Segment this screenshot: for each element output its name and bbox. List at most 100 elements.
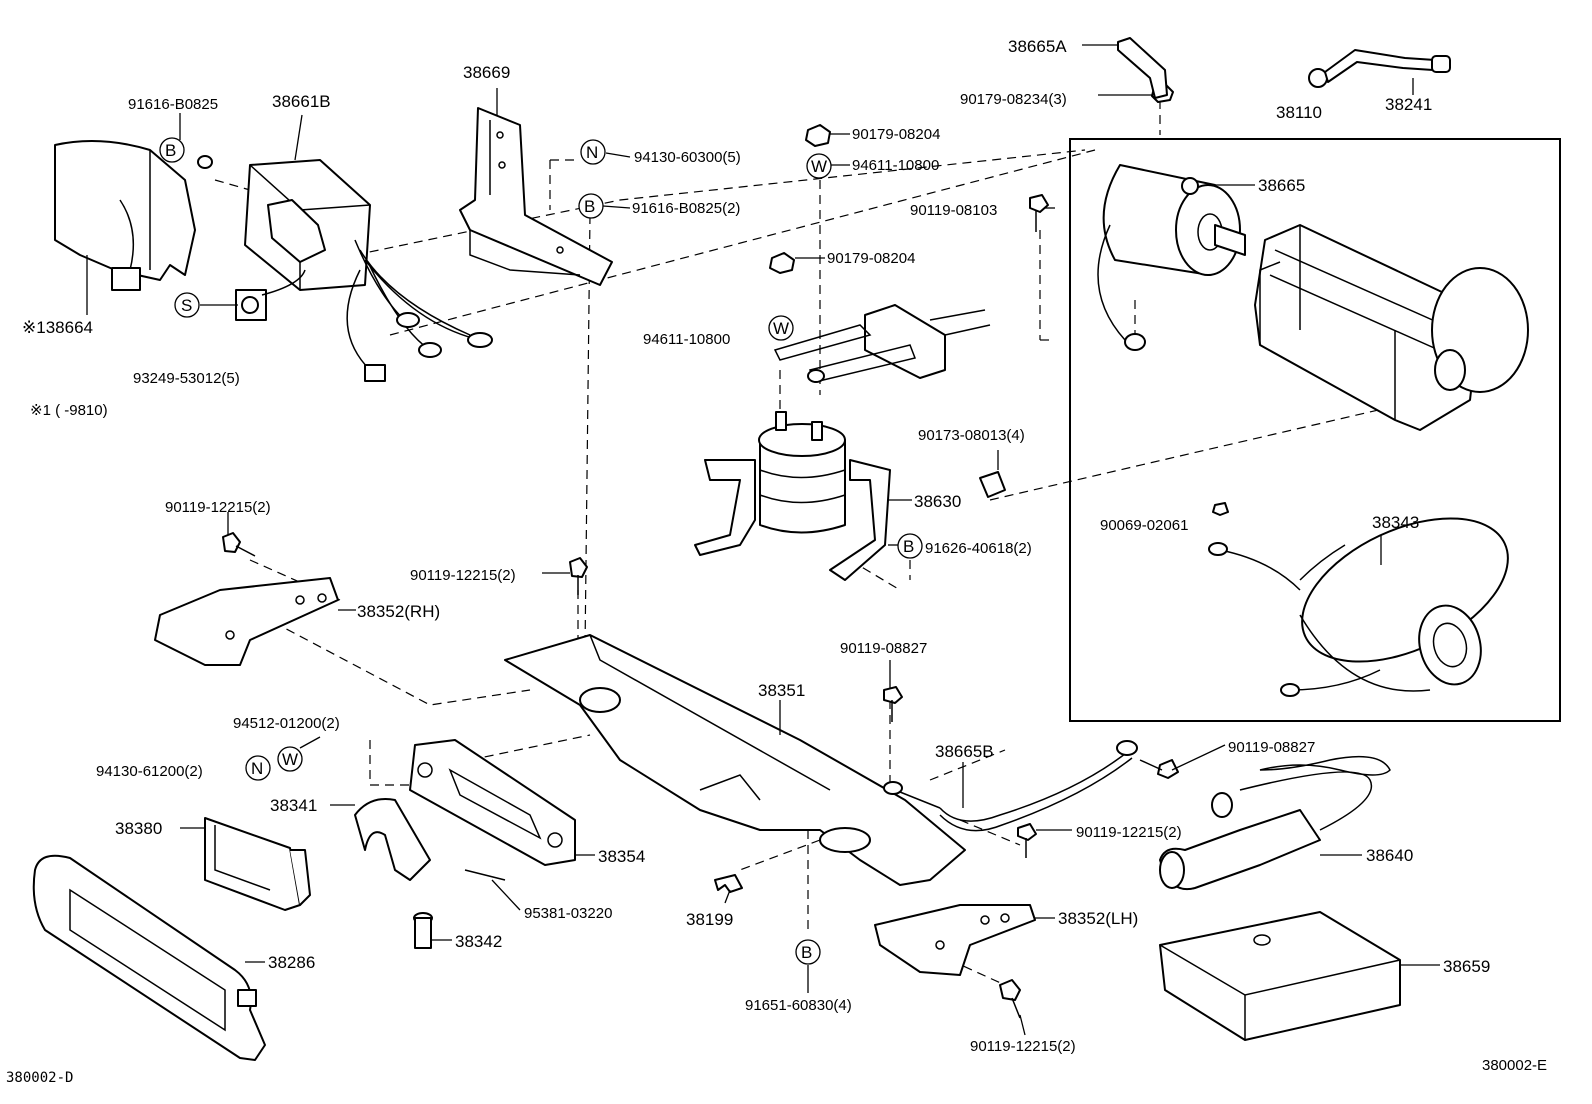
assembly-dash-lines [214,100,1401,986]
symbol-w: W [811,157,827,176]
label-38342: 38342 [455,932,502,951]
symbol-w-circle [806,153,832,179]
label-38241: 38241 [1385,95,1432,114]
part-labels: 38665A 90179-08234(3) 38110 38241 91616-… [6,37,1547,1086]
label-38630: 38630 [914,492,961,511]
label-90119-08103: 90119-08103 [910,202,997,219]
label-38352-lh: 38352(LH) [1058,909,1138,928]
bracket-38352-rh [154,577,339,666]
label-90179-08204-b: 90179-08204 [827,250,915,267]
label-90119-12215-b: 90119-12215(2) [410,567,516,584]
bolt-90119-08827-a [883,686,903,722]
cover-38286 [32,854,266,1061]
nut-90179-b [769,252,795,274]
bracket-38669 [459,107,613,286]
symbol-s: S [181,296,192,315]
label-38343: 38343 [1372,513,1419,532]
label-38354: 38354 [598,847,645,866]
label-38665: 38665 [1258,176,1305,195]
symbol-b-circle [578,193,604,219]
label-90119-08827-a: 90119-08827 [840,640,927,657]
drum-cover-38343 [1208,502,1509,697]
symbol-w-circle [768,315,794,341]
split-pin-95381 [464,869,506,881]
symbol-b: B [801,943,812,962]
label-94130-60300: 94130-60300(5) [634,149,741,166]
remote-switch-38640 [1159,755,1391,891]
symbol-n: N [251,759,263,778]
label-38661b: 38661B [272,92,331,111]
label-38659: 38659 [1443,957,1490,976]
label-90069-02061: 90069-02061 [1100,517,1188,534]
label-91616-b0825-2: 91616-B0825(2) [632,200,740,217]
symbol-w-circle [277,746,303,772]
label-90173-08013: 90173-08013(4) [918,427,1025,444]
symbol-b: B [903,537,914,556]
leader-lines [86,44,1440,1036]
symbol-w: W [773,319,789,338]
label-93249-53012: 93249-53012(5) [133,370,240,387]
symbol-w: W [282,750,298,769]
winch-drum [1254,224,1529,431]
hook-38341 [354,798,431,881]
bolt-90119-12215-b [569,557,588,595]
label-38665a: 38665A [1008,37,1067,56]
pin-38342 [413,912,433,949]
label-90119-12215-a: 90119-12215(2) [165,499,271,516]
symbol-n: N [586,143,598,162]
winch-assembly-frame [1069,138,1561,722]
symbol-b-circle [795,939,821,965]
cable-38665b [883,740,1138,832]
symbol-b: B [584,197,595,216]
label-38286: 38286 [268,953,315,972]
bolt-90119-12215-c [1017,823,1037,858]
frame-38351 [504,634,966,886]
lever-38241 [1308,49,1451,88]
label-38352-rh: 38352(RH) [357,602,440,621]
nut-90173 [979,471,1006,498]
label-95381-03220: 95381-03220 [524,905,612,922]
symbol-circles: B N B W S W B W N B [159,137,923,965]
cap-38665a [1117,37,1168,99]
bolt-90119-08827-b [1139,759,1179,779]
label-94611-10800-a: 94611-10800 [852,157,939,174]
nut-90179-a [805,124,831,147]
label-note: ※1 ( -9810) [30,402,108,419]
symbol-b-circle [159,137,185,163]
label-94611-10800-b: 94611-10800 [643,331,730,348]
label-94130-61200: 94130-61200(2) [96,763,203,780]
plate-38380 [204,817,311,911]
symbol-b-circle [897,533,923,559]
label-38665b: 38665B [935,742,994,761]
label-38199: 38199 [686,910,733,929]
bolt-90119-12215-a [222,532,256,557]
label-94512-01200: 94512-01200(2) [233,715,340,732]
clip-38199 [714,874,743,893]
label-90119-08827-b: 90119-08827 [1228,739,1315,756]
label-90179-08234: 90179-08234(3) [960,91,1067,108]
label-38669: 38669 [463,63,510,82]
bag-38659 [1159,911,1401,1041]
solenoid-38630 [694,411,891,581]
label-90179-08204-a: 90179-08204 [852,126,940,143]
bolt-90119-12215-d [999,979,1021,1019]
fairlead-38354 [409,739,576,866]
symbol-n-circle [245,755,271,781]
label-38110: 38110 [1276,103,1322,122]
footer-code-right: 380002-E [1482,1057,1547,1074]
symbol-s-circle [174,292,200,318]
label-138664: ※138664 [22,318,93,337]
winch-motor [1097,164,1246,351]
controller-box-38661b [244,159,493,382]
terminal-plate [773,304,991,383]
bracket-38352-lh [874,904,1036,976]
label-90119-12215-c: 90119-12215(2) [1076,824,1182,841]
bolt-90119-08103 [1029,194,1049,232]
label-38351: 38351 [758,681,805,700]
footer-code-left: 380002-D [6,1070,73,1086]
cover-138664 [54,140,196,291]
label-91626-40618: 91626-40618(2) [925,540,1032,557]
label-91616-b0825: 91616-B0825 [128,96,218,113]
label-91651-60830: 91651-60830(4) [745,997,852,1014]
